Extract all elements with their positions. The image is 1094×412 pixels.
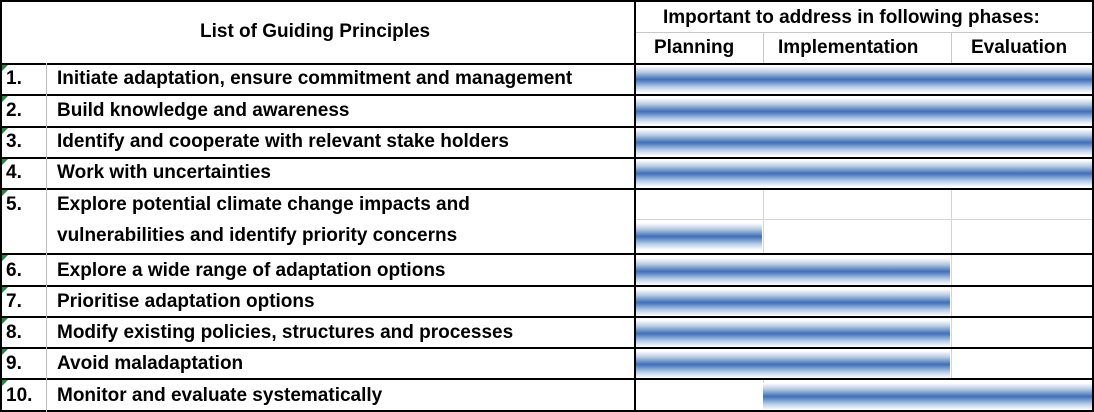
row-number: 2. [6, 100, 22, 121]
row-number: 8. [6, 322, 22, 343]
row-principle-continued: vulnerabilities and identify priority co… [57, 225, 458, 246]
row-principle: Modify existing policies, structures and… [57, 322, 514, 343]
row-principle: Prioritise adaptation options [57, 291, 315, 312]
border [0, 316, 1094, 318]
row-principle: Explore a wide range of adaptation optio… [57, 260, 446, 281]
row-number: 7. [6, 291, 22, 312]
border [0, 253, 1094, 255]
border [0, 126, 1094, 128]
border [634, 0, 636, 412]
border [0, 63, 1094, 65]
gridline [763, 189, 764, 253]
row-number: 9. [6, 353, 22, 374]
phase-bar [763, 383, 1094, 410]
border [0, 347, 1094, 349]
cell-marker-icon [2, 128, 8, 134]
phase-bar [636, 160, 1094, 187]
phase-bar [636, 66, 1094, 93]
phase-bar [636, 98, 1094, 125]
gridline [951, 189, 952, 253]
phase-bar [636, 351, 950, 378]
gridline [763, 33, 764, 63]
cell-marker-icon [2, 287, 8, 293]
cell-marker-icon [2, 65, 8, 71]
row-principle: Explore potential climate change impacts… [57, 194, 470, 215]
gridline [636, 219, 763, 220]
phases-header: Important to address in following phases… [663, 7, 1040, 28]
row-principle: Identify and cooperate with relevant sta… [57, 131, 509, 152]
row-number: 4. [6, 162, 22, 183]
row-number: 1. [6, 68, 22, 89]
border [0, 0, 2, 412]
phase-bar [636, 289, 950, 316]
row-principle: Initiate adaptation, ensure commitment a… [57, 68, 573, 89]
border [0, 188, 1094, 190]
border [1092, 0, 1094, 412]
row-principle: Build knowledge and awareness [57, 100, 350, 121]
phase-bar [636, 258, 950, 285]
row-principle: Monitor and evaluate systematically [57, 385, 383, 406]
cell-marker-icon [2, 318, 8, 324]
cell-marker-icon [2, 349, 8, 355]
border [0, 0, 1094, 2]
gridline [951, 33, 952, 63]
gridline [636, 32, 1094, 33]
cell-marker-icon [2, 190, 8, 196]
principles-header: List of Guiding Principles [200, 21, 431, 42]
row-principle: Work with uncertainties [57, 162, 271, 183]
border [0, 157, 1094, 159]
cell-marker-icon [2, 255, 8, 261]
row-number: 5. [6, 194, 22, 215]
phase-header-planning: Planning [654, 37, 735, 58]
row-number: 10. [6, 385, 33, 406]
phase-bar [636, 129, 1094, 156]
row-principle: Avoid maladaptation [57, 353, 244, 374]
border [0, 285, 1094, 287]
border [0, 94, 1094, 96]
phase-bar [636, 320, 950, 347]
border [46, 63, 47, 412]
row-number: 6. [6, 260, 22, 281]
gridline [763, 219, 1094, 220]
border [0, 378, 1094, 380]
cell-marker-icon [2, 159, 8, 165]
row-number: 3. [6, 131, 22, 152]
phase-header-implementation: Implementation [778, 37, 919, 58]
border [0, 410, 1094, 412]
cell-marker-icon [2, 96, 8, 102]
phase-header-evaluation: Evaluation [971, 37, 1068, 58]
phase-bar [636, 223, 762, 250]
cell-marker-icon [2, 380, 8, 386]
